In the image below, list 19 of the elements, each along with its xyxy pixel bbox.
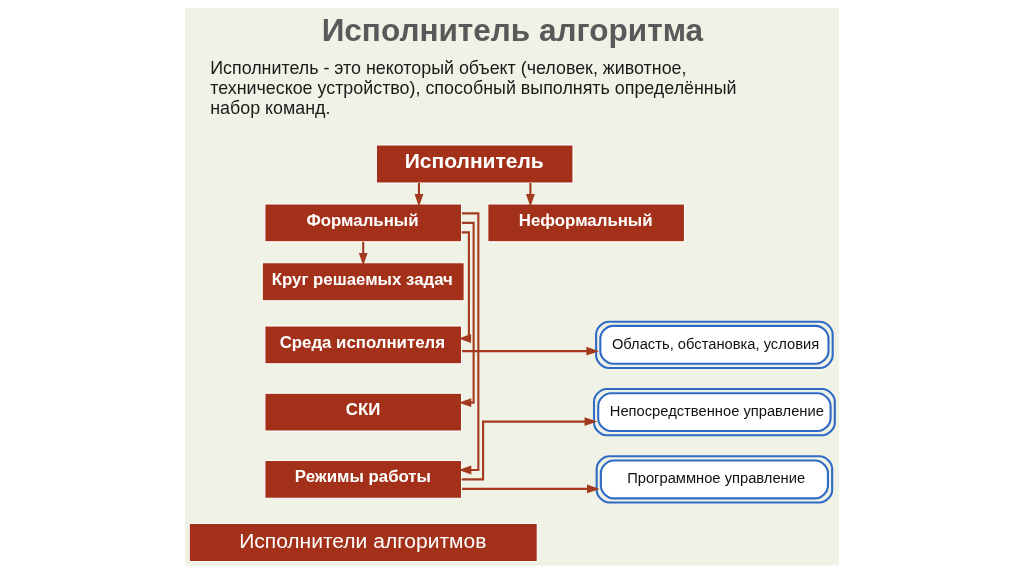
node-box: Непосредственное управление	[592, 387, 836, 437]
arrow	[458, 231, 472, 343]
arrow	[462, 346, 599, 356]
arrow	[461, 417, 598, 481]
node-box: Режимы работы	[264, 459, 463, 499]
node-box: Программное управление	[595, 455, 834, 504]
node-box: Область, обстановка, условия	[595, 320, 834, 369]
node-box: Круг решаемых задач	[261, 262, 465, 302]
arrow	[462, 484, 600, 494]
node-box: Исполнители алгоритмов	[188, 523, 538, 562]
arrow	[458, 221, 475, 408]
label: Исполнитель - это некоторый объект (человек, животное, техническое устройство), способный выполнять определённый набор команд.	[210, 58, 737, 119]
node-box: СКИ	[264, 392, 463, 432]
arrow	[458, 212, 480, 475]
node-box: Среда исполнителя	[264, 325, 463, 365]
diagram-title: Исполнитель алгоритма	[321, 11, 704, 48]
node-box: Неформальный	[487, 203, 685, 243]
node-box: Исполнитель	[375, 144, 574, 184]
node-box: Формальный	[264, 203, 463, 243]
